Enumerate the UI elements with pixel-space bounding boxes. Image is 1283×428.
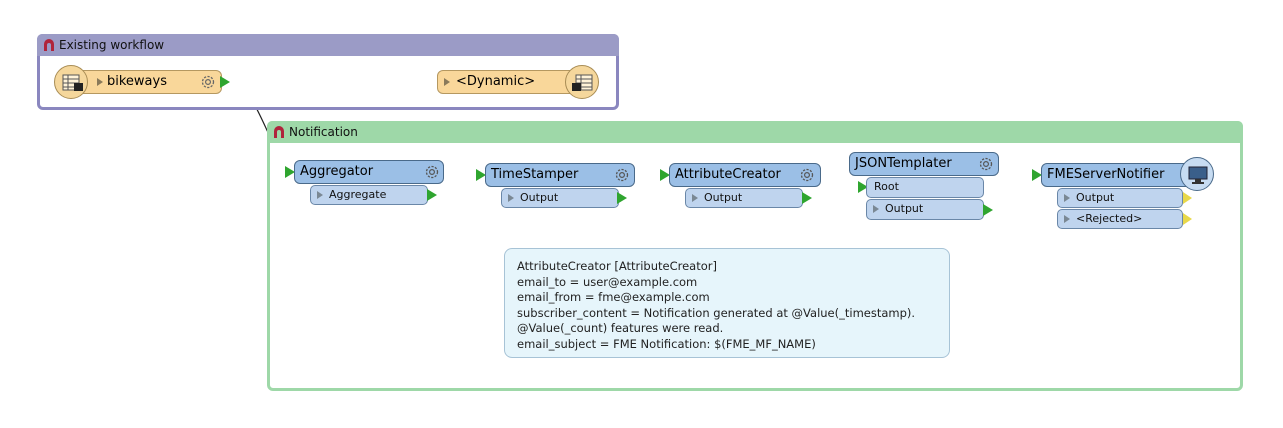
transformer-aggregator[interactable]: Aggregator xyxy=(294,160,444,184)
port-label: Output xyxy=(704,191,743,204)
gear-icon[interactable] xyxy=(798,166,816,184)
reader-name: bikeways xyxy=(107,74,167,89)
transformer-fmeservernotifier[interactable]: FMEServerNotifier xyxy=(1041,163,1193,187)
bookmark-icon xyxy=(274,126,284,138)
bookmark-header[interactable]: Notification xyxy=(267,121,1243,143)
output-port-connector[interactable] xyxy=(983,204,993,216)
port-label: Output xyxy=(520,191,559,204)
expand-triangle-icon[interactable] xyxy=(317,191,323,199)
gear-icon[interactable] xyxy=(423,163,441,181)
monitor-icon xyxy=(1180,157,1214,191)
transformer-name: TimeStamper xyxy=(491,167,579,182)
annotation-line: email_to = user@example.com xyxy=(517,274,698,289)
bookmark-existing-workflow[interactable]: Existing workflow xyxy=(37,34,619,110)
input-port-connector[interactable] xyxy=(660,169,670,181)
gear-icon[interactable] xyxy=(199,73,217,91)
input-port-connector[interactable] xyxy=(285,166,295,178)
annotation-box[interactable]: AttributeCreator [AttributeCreator] emai… xyxy=(504,248,950,358)
transformer-name: JSONTemplater xyxy=(855,156,952,171)
bookmark-title: Existing workflow xyxy=(59,38,165,52)
input-port-connector[interactable] xyxy=(858,181,868,193)
annotation-line: email_subject = FME Notification: $(FME_… xyxy=(517,336,816,351)
port-label: Output xyxy=(1076,191,1115,204)
annotation-line: AttributeCreator [AttributeCreator] xyxy=(517,259,717,273)
transformer-attributecreator[interactable]: AttributeCreator xyxy=(669,163,821,187)
output-port-output[interactable]: Output xyxy=(1057,188,1183,208)
output-port-connector[interactable] xyxy=(427,189,437,201)
writer-feature-type[interactable]: <Dynamic> xyxy=(437,70,577,94)
output-port-connector[interactable] xyxy=(617,192,627,204)
expand-triangle-icon[interactable] xyxy=(444,78,450,86)
expand-triangle-icon[interactable] xyxy=(508,194,514,202)
expand-triangle-icon[interactable] xyxy=(97,78,103,86)
table-writer-icon xyxy=(565,65,599,99)
bookmark-icon xyxy=(44,39,54,51)
output-port-connector[interactable] xyxy=(220,76,230,88)
transformer-name: FMEServerNotifier xyxy=(1047,167,1165,182)
expand-triangle-icon[interactable] xyxy=(1064,194,1070,202)
input-port-connector[interactable] xyxy=(476,169,486,181)
transformer-name: AttributeCreator xyxy=(675,167,781,182)
bookmark-title: Notification xyxy=(289,125,358,139)
expand-triangle-icon[interactable] xyxy=(1064,215,1070,223)
transformer-timestamper[interactable]: TimeStamper xyxy=(485,163,635,187)
gear-icon[interactable] xyxy=(977,155,995,173)
annotation-line: @Value(_count) features were read. xyxy=(517,321,724,335)
table-reader-icon xyxy=(54,65,88,99)
reader-feature-type[interactable]: bikeways xyxy=(70,70,222,94)
input-port-root[interactable]: Root xyxy=(866,177,984,198)
port-label: Root xyxy=(874,180,899,193)
port-label: Aggregate xyxy=(329,188,387,201)
output-port-connector[interactable] xyxy=(1183,192,1192,204)
gear-icon[interactable] xyxy=(613,166,631,184)
output-port-connector[interactable] xyxy=(1183,213,1192,225)
expand-triangle-icon[interactable] xyxy=(692,194,698,202)
output-port-rejected[interactable]: <Rejected> xyxy=(1057,209,1183,229)
bookmark-header[interactable]: Existing workflow xyxy=(37,34,619,56)
annotation-line: subscriber_content = Notification genera… xyxy=(517,305,916,320)
input-port-connector[interactable] xyxy=(1032,169,1042,181)
port-label: <Rejected> xyxy=(1076,212,1143,225)
writer-name: <Dynamic> xyxy=(456,74,536,89)
annotation-line: email_from = fme@example.com xyxy=(517,290,710,304)
output-port-output[interactable]: Output xyxy=(866,199,984,220)
expand-triangle-icon[interactable] xyxy=(873,205,879,213)
port-label: Output xyxy=(885,202,924,215)
output-port-output[interactable]: Output xyxy=(501,188,619,208)
output-port-connector[interactable] xyxy=(802,192,812,204)
transformer-jsontemplater[interactable]: JSONTemplater xyxy=(849,152,999,176)
output-port-aggregate[interactable]: Aggregate xyxy=(310,185,428,205)
output-port-output[interactable]: Output xyxy=(685,188,803,208)
transformer-name: Aggregator xyxy=(300,164,374,179)
